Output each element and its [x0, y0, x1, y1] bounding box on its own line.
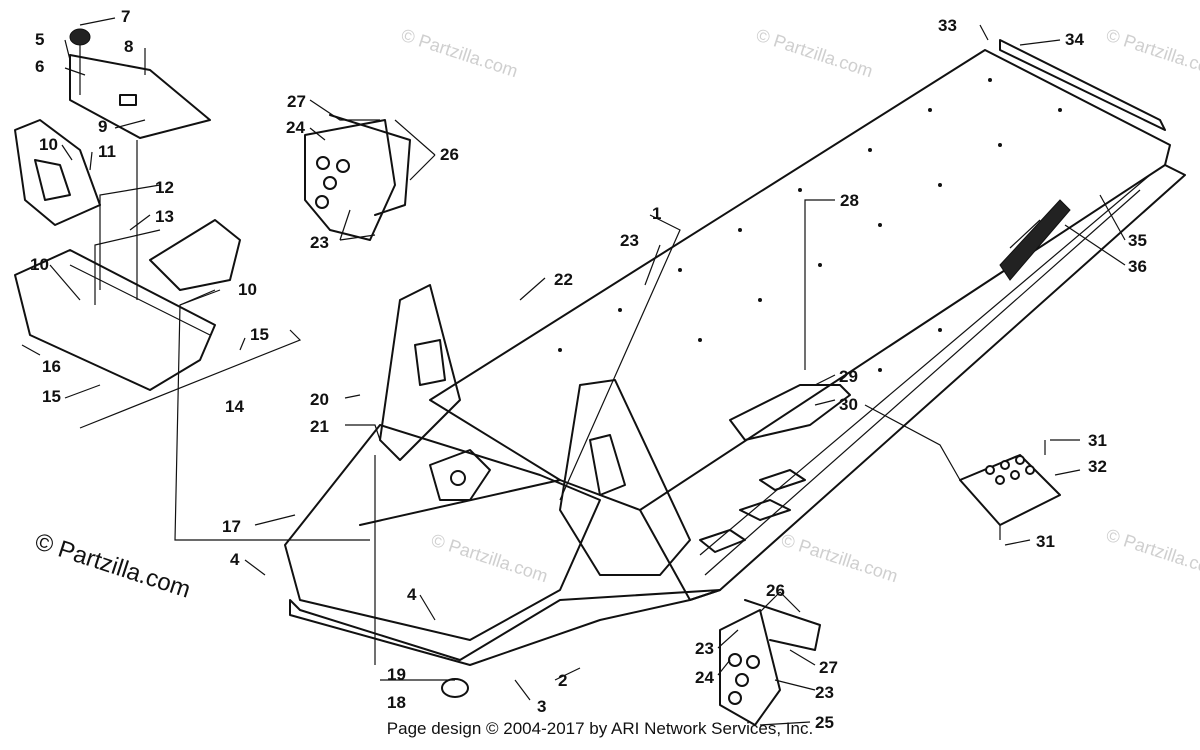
left-footrest — [304, 114, 411, 241]
callout-30: 30 — [839, 395, 858, 414]
callout-22: 22 — [554, 270, 573, 289]
callout-32: 32 — [1088, 457, 1107, 476]
callout-labels: 1 2 3 4 4 5 6 7 8 9 10 10 10 11 12 13 14… — [30, 7, 1147, 732]
callout-29: 29 — [839, 367, 858, 386]
callout-10: 10 — [39, 135, 58, 154]
callout-34: 34 — [1065, 30, 1084, 49]
callout-5: 5 — [35, 30, 44, 49]
callout-2: 2 — [558, 671, 567, 690]
callout-27: 27 — [287, 92, 306, 111]
side-plate — [959, 440, 1061, 540]
callout-31: 31 — [1088, 431, 1107, 450]
callout-31-b: 31 — [1036, 532, 1055, 551]
callout-7: 7 — [121, 7, 130, 26]
callout-36: 36 — [1128, 257, 1147, 276]
callout-9: 9 — [98, 117, 107, 136]
faint-watermarks: © Partzilla.com © Partzilla.com © Partzi… — [399, 25, 1200, 587]
faint-watermark-4: © Partzilla.com — [429, 530, 551, 587]
faint-watermark-3: © Partzilla.com — [1104, 25, 1200, 82]
callout-3: 3 — [537, 697, 546, 716]
page-credit-footer: Page design © 2004-2017 by ARI Network S… — [386, 719, 814, 738]
right-footrest — [719, 599, 821, 726]
callout-21: 21 — [310, 417, 329, 436]
callout-33: 33 — [938, 16, 957, 35]
callout-24: 24 — [286, 118, 305, 137]
callout-23-d: 23 — [815, 683, 834, 702]
callout-26-b: 26 — [766, 581, 785, 600]
callout-10-c: 10 — [238, 280, 257, 299]
callout-27-b: 27 — [819, 658, 838, 677]
callout-4-b: 4 — [407, 585, 417, 604]
faint-watermark-6: © Partzilla.com — [1104, 525, 1200, 582]
callout-8: 8 — [124, 37, 133, 56]
front-bulkhead — [284, 284, 721, 698]
callout-35: 35 — [1128, 231, 1147, 250]
callout-20: 20 — [310, 390, 329, 409]
callout-25: 25 — [815, 713, 834, 732]
callout-28: 28 — [840, 191, 859, 210]
callout-11: 11 — [98, 142, 116, 161]
callout-10-b: 10 — [30, 255, 49, 274]
tunnel-rivet-holes — [558, 78, 1062, 372]
nose-pan-assembly — [14, 28, 302, 429]
chassis-tunnel — [429, 49, 1186, 601]
callout-14: 14 — [225, 397, 244, 416]
callout-16: 16 — [42, 357, 61, 376]
callout-13: 13 — [155, 207, 174, 226]
callout-23-b: 23 — [310, 233, 329, 252]
callout-15: 15 — [250, 325, 269, 344]
callout-17: 17 — [222, 517, 241, 536]
callout-18: 18 — [387, 693, 406, 712]
callout-23-c: 23 — [695, 639, 714, 658]
callout-15-b: 15 — [42, 387, 61, 406]
callout-1: 1 — [652, 204, 661, 223]
callout-6: 6 — [35, 57, 44, 76]
callout-19: 19 — [387, 665, 406, 684]
seat-base-piece — [729, 384, 851, 441]
callout-23: 23 — [620, 231, 639, 250]
faint-watermark-5: © Partzilla.com — [779, 530, 901, 587]
running-board-strip — [999, 39, 1166, 131]
callout-12: 12 — [155, 178, 174, 197]
callout-26: 26 — [440, 145, 459, 164]
callout-4: 4 — [230, 550, 240, 569]
faint-watermark-2: © Partzilla.com — [754, 25, 876, 82]
leader-lines — [21, 17, 1126, 726]
callout-24-b: 24 — [695, 668, 714, 687]
faint-watermark-1: © Partzilla.com — [399, 25, 521, 82]
